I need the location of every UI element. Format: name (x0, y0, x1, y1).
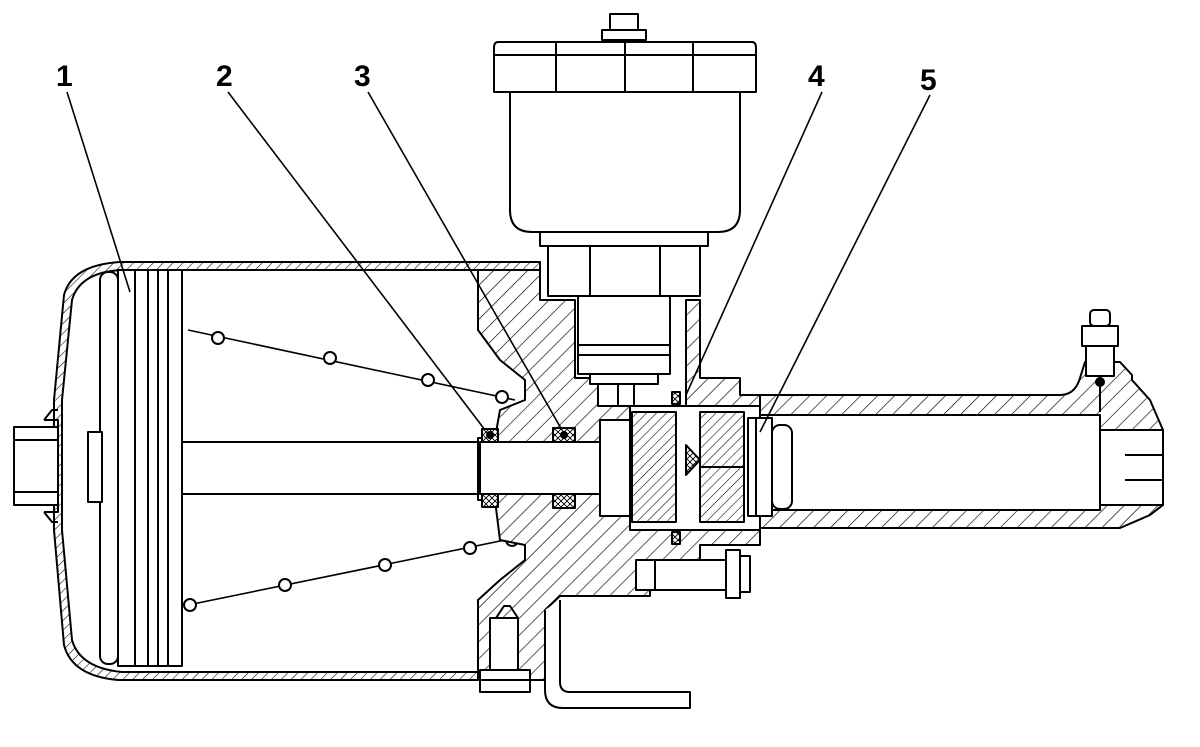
control-valve (629, 405, 761, 531)
reservoir-nut (547, 245, 701, 406)
rod-seals (481, 427, 576, 509)
mounting-bolt-right (635, 549, 751, 599)
mounting-bolt-bottom (479, 605, 531, 693)
callout-2: 2 (216, 60, 233, 93)
callout-labels: 1 2 3 4 5 (56, 60, 937, 97)
leader-lines (66, 91, 931, 433)
reservoir-cup (509, 91, 741, 247)
callout-3: 3 (354, 60, 371, 93)
bleed-valve (1081, 309, 1119, 412)
piston-plate (87, 269, 183, 667)
cylinder-shell (53, 261, 541, 681)
callout-1: 1 (56, 60, 73, 93)
bracket (544, 600, 691, 709)
flange-o-rings (671, 391, 681, 545)
hydraulic-piston (747, 417, 793, 517)
end-fitting (13, 409, 59, 523)
reservoir-cap (493, 13, 757, 93)
callout-4: 4 (808, 60, 825, 93)
hydraulic-cylinder (759, 361, 1164, 529)
callout-5: 5 (920, 64, 937, 97)
return-spring (183, 329, 519, 612)
